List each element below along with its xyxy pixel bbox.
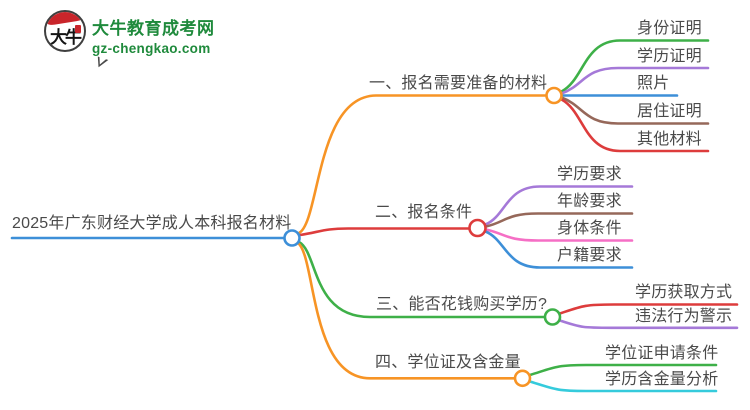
branch2-child4-label[interactable]: 户籍要求 [557,247,622,264]
root-node-circle[interactable] [283,229,301,247]
branch1-node-circle[interactable] [545,86,563,105]
branch4-node-circle[interactable] [513,369,532,388]
branch1-child4-label[interactable]: 居住证明 [637,102,702,120]
branch2-connector-line [298,227,471,237]
branch1-child1-line [560,39,710,93]
logo-speech-tail-inner [96,55,107,66]
branch2-child2-label[interactable]: 年龄要求 [557,193,622,210]
branch2-child1-line [484,185,634,226]
branch1-label[interactable]: 一、报名需要准备的材料 [369,75,548,92]
branch4-label[interactable]: 四、学位证及含金量 [375,354,521,371]
branch2-child3-label[interactable]: 身体条件 [557,220,622,237]
branch4-child2-label[interactable]: 学历含金量分析 [605,370,719,388]
logo-icon-text: 大牛 [50,28,82,47]
branch1-child1-label[interactable]: 身份证明 [637,20,702,37]
branch1-child2-line [560,66,710,95]
branch3-child1-label[interactable]: 学历获取方式 [635,284,733,301]
branch1-child4-line [560,96,710,125]
branch4-child1-line [528,363,718,377]
branch4-child2-line [528,380,718,393]
logo-red-seal [75,25,81,33]
branch3-child2-line [558,319,739,330]
logo-brand-name: 大牛教育成考网 [92,19,215,38]
branch1-connector-line [297,94,548,235]
logo-domain-text: gz-chengkao.com [92,41,211,56]
branch1-child3-label[interactable]: 照片 [637,75,670,92]
branch3-node-circle[interactable] [543,308,562,326]
branch4-connector-line [296,241,516,380]
logo-text-block: 大牛教育成考网 gz-chengkao.com [92,10,215,56]
branch2-child1-label[interactable]: 学历要求 [557,166,622,183]
branch2-child2-line [484,212,634,228]
branch2-node-circle[interactable] [468,218,487,238]
branch3-label[interactable]: 三、能否花钱购买学历? [376,296,548,313]
branch3-connector-line [297,240,546,319]
branch4-child1-label[interactable]: 学位证申请条件 [605,344,719,362]
branch2-label[interactable]: 二、报名条件 [375,204,473,221]
site-logo[interactable]: 大牛 大牛教育成考网 gz-chengkao.com [44,10,215,70]
branch2-child4-line [484,230,634,269]
branch1-child5-label[interactable]: 其他材料 [637,130,702,148]
branch1-child2-label[interactable]: 学历证明 [637,47,702,65]
daniu-logo-icon: 大牛 [44,10,86,52]
branch2-child3-line [484,228,634,242]
branch3-child2-label[interactable]: 违法行为警示 [635,307,733,325]
branch3-child1-line [558,303,739,315]
root-node-label[interactable]: 2025年广东财经大学成人本科报名材料 [12,215,292,232]
branch1-child5-line [560,98,710,153]
